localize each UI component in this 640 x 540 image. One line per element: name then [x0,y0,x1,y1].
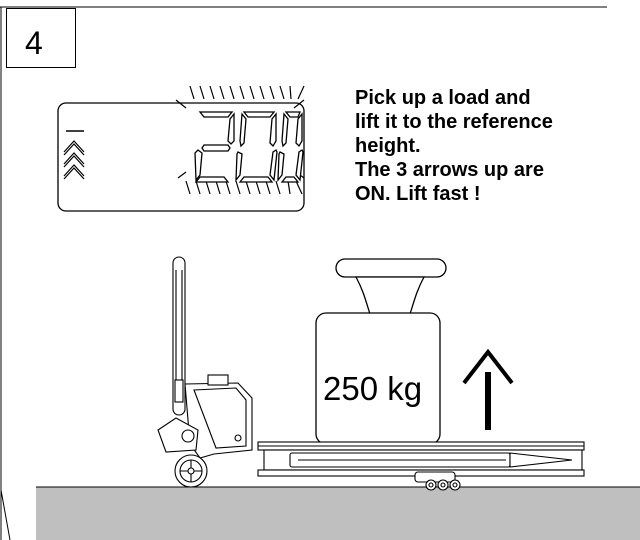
instruction-line: The 3 arrows up are [355,159,544,181]
display-frame [57,102,305,212]
pallet-truck-icon [157,256,585,491]
floor [36,487,640,540]
instruction-text: Pick up a load and lift it to the refere… [355,86,635,206]
step-number: 4 [25,25,43,61]
load-unit: kg [387,370,423,407]
weight-icon [315,258,447,445]
scale-display [57,85,305,212]
flash-marks-top [175,85,305,109]
step-number-box: 4 [6,8,76,68]
load-value: 250 [323,370,379,407]
arrow-up-indicator-icon [63,140,85,180]
instruction-line: ON. Lift fast ! [355,183,481,205]
load-weight-label: 250 kg [323,370,422,408]
display-digits [194,111,304,183]
instruction-line: Pick up a load and [355,87,531,109]
instruction-line: height. [355,135,421,157]
left-border-tick [0,489,11,540]
instruction-line: lift it to the reference [355,111,553,133]
up-arrow-icon [462,348,514,430]
